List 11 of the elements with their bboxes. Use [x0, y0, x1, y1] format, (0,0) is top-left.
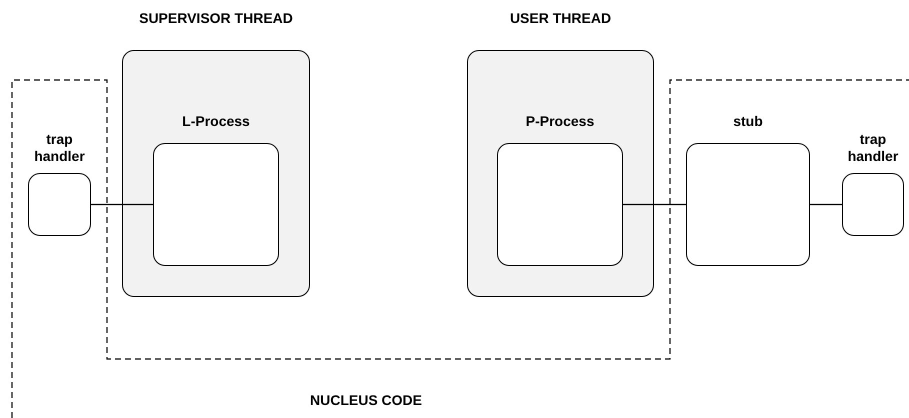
connector-line [91, 204, 153, 206]
region-label: NUCLEUS CODE [310, 392, 422, 408]
box-label: P-Process [524, 113, 596, 130]
box-label: L-Process [181, 113, 251, 130]
box-label: trap handler [33, 131, 86, 165]
connector-line [810, 204, 842, 206]
box-label: USER THREAD [508, 10, 612, 27]
connector-line [623, 204, 686, 206]
box-label: stub [732, 113, 764, 130]
box-label: trap handler [846, 131, 900, 165]
box-label: SUPERVISOR THREAD [138, 10, 294, 27]
